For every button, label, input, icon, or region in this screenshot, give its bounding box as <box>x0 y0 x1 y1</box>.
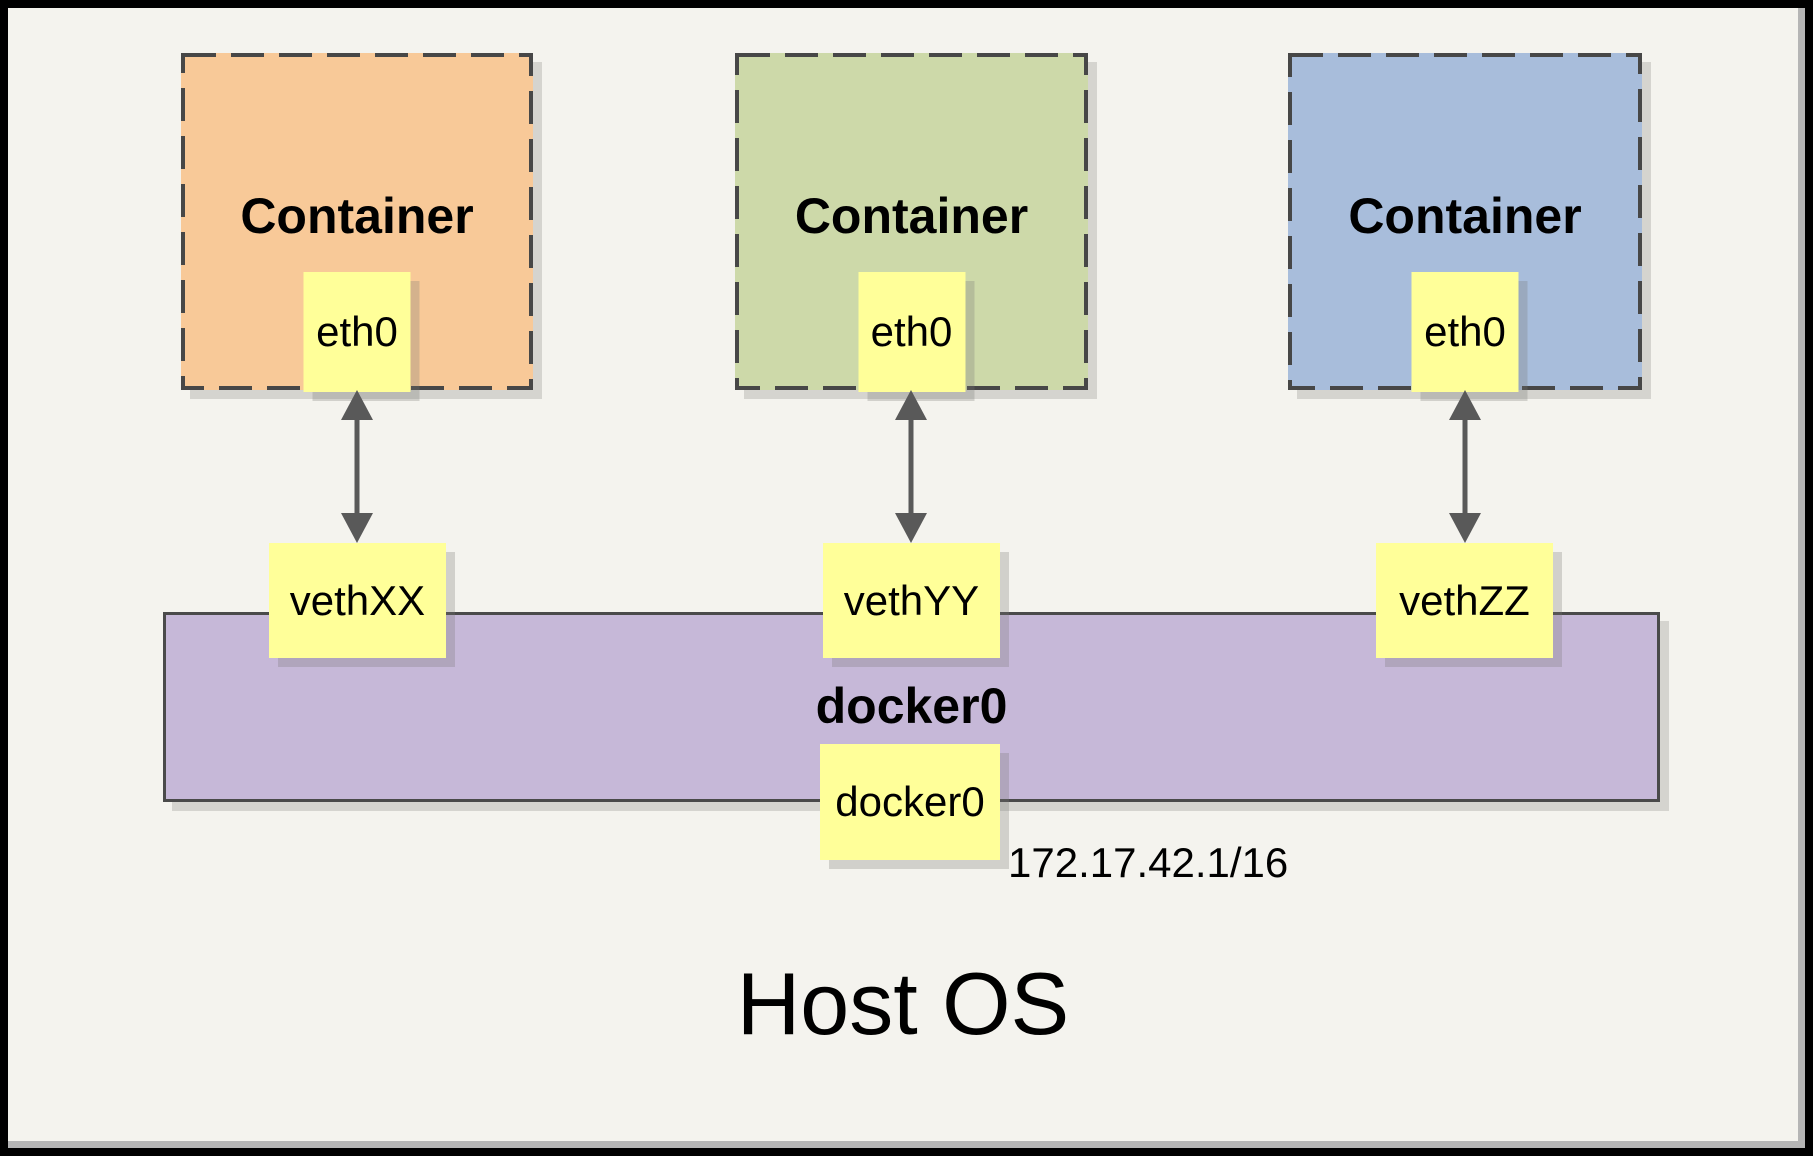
container-3-label: Container <box>1348 188 1582 244</box>
double-arrow-container3-vethZZ <box>1448 390 1482 543</box>
container-2-label: Container <box>794 188 1029 244</box>
docker-bridge-network-diagram: Container eth0 Container eth0 Container … <box>8 8 1805 1148</box>
vethYY-box: vethYY <box>823 543 1000 658</box>
arrow-down-icon <box>895 513 927 543</box>
double-arrow-container2-vethYY <box>894 390 928 543</box>
arrow-shaft <box>908 416 914 517</box>
vethXX-box: vethXX <box>269 543 446 658</box>
container-2-eth0-box: eth0 <box>858 272 965 392</box>
container-1-eth0-box: eth0 <box>303 272 411 392</box>
bridge-ip-address: 172.17.42.1/16 <box>1008 839 1289 886</box>
arrow-shaft <box>354 416 360 517</box>
docker0-interface-box: docker0 <box>820 744 1000 860</box>
arrow-down-icon <box>1449 513 1481 543</box>
container-box-2: Container eth0 <box>735 53 1088 392</box>
arrow-up-icon <box>1449 390 1481 420</box>
host-os-label: Host OS <box>736 954 1070 1053</box>
container-box-3: Container eth0 <box>1288 53 1642 392</box>
docker0-interface-label: docker0 <box>835 778 985 825</box>
arrow-shaft <box>1462 416 1468 517</box>
container-box-1: Container eth0 <box>181 53 533 392</box>
double-arrow-container1-vethXX <box>340 390 374 543</box>
vethXX-label: vethXX <box>289 576 426 624</box>
container-3-eth0-label: eth0 <box>1424 308 1506 355</box>
container-3-eth0-box: eth0 <box>1411 272 1519 392</box>
vethZZ-label: vethZZ <box>1399 576 1530 624</box>
vethZZ-box: vethZZ <box>1376 543 1553 658</box>
container-1-label: Container <box>240 188 474 244</box>
vethYY-label: vethYY <box>843 576 980 624</box>
arrow-up-icon <box>895 390 927 420</box>
container-2-eth0-label: eth0 <box>870 308 953 355</box>
container-1-eth0-label: eth0 <box>316 308 398 355</box>
arrow-up-icon <box>341 390 373 420</box>
docker0-bridge-label: docker0 <box>815 678 1008 734</box>
arrow-down-icon <box>341 513 373 543</box>
